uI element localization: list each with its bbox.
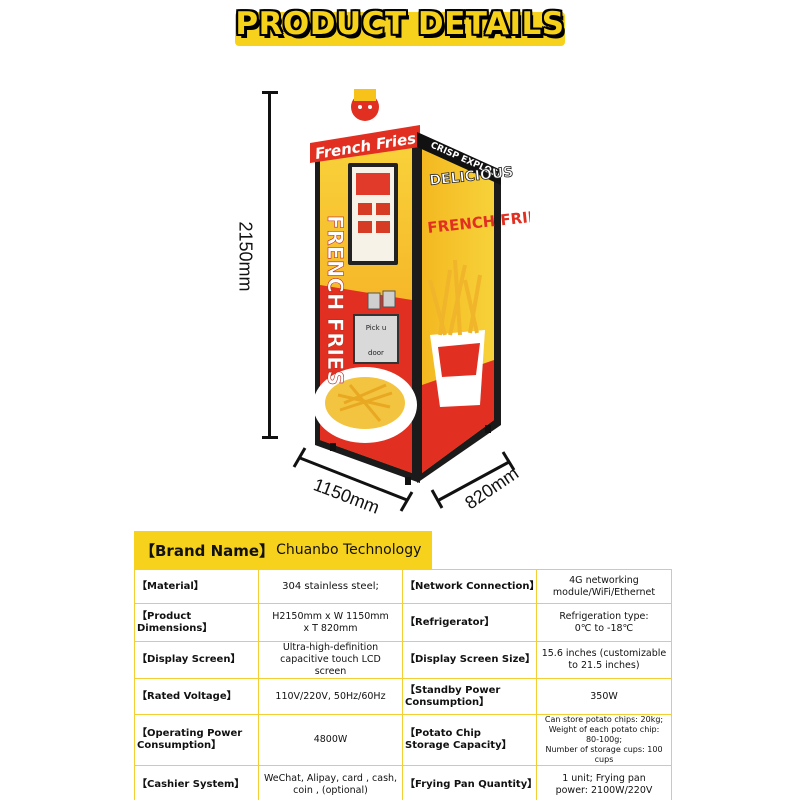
height-dimension-cap-bottom xyxy=(262,436,278,439)
table-row: 【Material】 304 stainless steel; 【Network… xyxy=(134,569,672,604)
spec-value: 304 stainless steel; xyxy=(258,569,403,604)
width-dimension-line xyxy=(292,447,414,512)
specs-table: 【Material】 304 stainless steel; 【Network… xyxy=(134,569,672,800)
spec-key: 【Network Connection】 xyxy=(402,569,539,604)
height-dimension-label: 2150mm xyxy=(235,221,256,292)
spec-key: 【Display Screen Size】 xyxy=(402,641,537,679)
brand-name-label: 【Brand Name】 xyxy=(140,541,275,560)
page-title: PRODUCT DETAILS xyxy=(235,6,565,42)
height-dimension-cap-top xyxy=(262,91,278,94)
spec-key: 【Cashier System】 xyxy=(134,765,259,800)
svg-text:door: door xyxy=(368,349,384,357)
svg-text:FRENCH FRIES: FRENCH FRIES xyxy=(323,215,347,386)
spec-value: 4800W xyxy=(258,714,403,766)
table-row: 【Rated Voltage】 110V/220V, 50Hz/60Hz 【St… xyxy=(134,678,672,715)
spec-value: Can store potato chips: 20kg;Weight of e… xyxy=(536,714,672,766)
vending-machine-image: Pick u door FRENCH FRIES French Fries CR… xyxy=(310,89,530,485)
spec-value: WeChat, Alipay, card , cash,coin , (opti… xyxy=(258,765,403,800)
spec-value: 110V/220V, 50Hz/60Hz xyxy=(258,678,403,715)
brand-name-value: Chuanbo Technology xyxy=(276,542,422,558)
spec-key: 【Material】 xyxy=(134,569,259,604)
spec-key: 【Rated Voltage】 xyxy=(134,678,259,715)
spec-key: 【Display Screen】 xyxy=(134,641,259,679)
spec-key: 【Frying Pan Quantity】 xyxy=(402,765,537,800)
height-dimension-line xyxy=(268,92,271,438)
depth-dimension-line xyxy=(430,451,516,509)
spec-key: 【Refrigerator】 xyxy=(402,603,537,642)
spec-value: 350W xyxy=(536,678,672,715)
svg-text:Pick u: Pick u xyxy=(366,324,387,332)
title-highlight-band xyxy=(235,12,565,46)
spec-key: 【Product Dimensions】 xyxy=(134,603,259,642)
brand-name-bar: 【Brand Name】 Chuanbo Technology xyxy=(134,531,432,569)
spec-value: Refrigeration type:0℃ to -18℃ xyxy=(536,603,672,642)
table-row: 【Cashier System】 WeChat, Alipay, card , … xyxy=(134,765,672,800)
